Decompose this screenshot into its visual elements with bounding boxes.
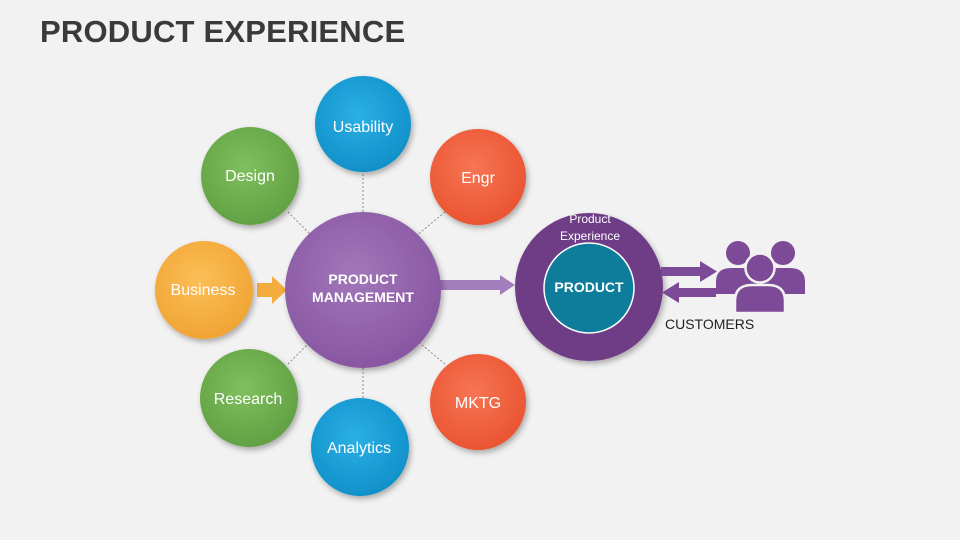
research-label: Research [214,391,282,408]
connector-mktg [415,339,446,365]
people-group-icon [716,241,805,315]
research-node: Research [200,349,298,447]
usability-node: Usability [315,76,411,172]
engr-node: Engr [430,129,526,225]
analytics-label: Analytics [327,440,391,457]
product-management-node: PRODUCT MANAGEMENT [285,212,441,368]
usability-label: Usability [333,119,393,136]
mktg-label: MKTG [455,395,501,412]
product-experience-caption-2: Experience [560,229,620,243]
design-node: Design [201,127,299,225]
page-title: PRODUCT EXPERIENCE [40,14,406,49]
business-arrow [257,276,287,304]
center-to-product-arrow [438,275,515,295]
business-node: Business [155,241,253,339]
connector-design [287,211,313,237]
product-customers-arrows [661,261,717,303]
arrow-to-customers [700,261,717,282]
design-label: Design [225,168,275,185]
product-experience-node: Product Experience PRODUCT [515,212,663,361]
product-management-label-2: MANAGEMENT [312,289,414,305]
product-label: PRODUCT [554,279,624,295]
connector-engr [415,211,446,237]
mktg-node: MKTG [430,354,526,450]
analytics-node: Analytics [311,398,409,496]
engr-label: Engr [461,170,495,187]
arrow-to-product [662,282,679,303]
business-label: Business [171,282,236,299]
product-experience-caption-1: Product [569,212,611,226]
customers-label: CUSTOMERS [665,316,754,332]
product-management-label-1: PRODUCT [328,271,398,287]
